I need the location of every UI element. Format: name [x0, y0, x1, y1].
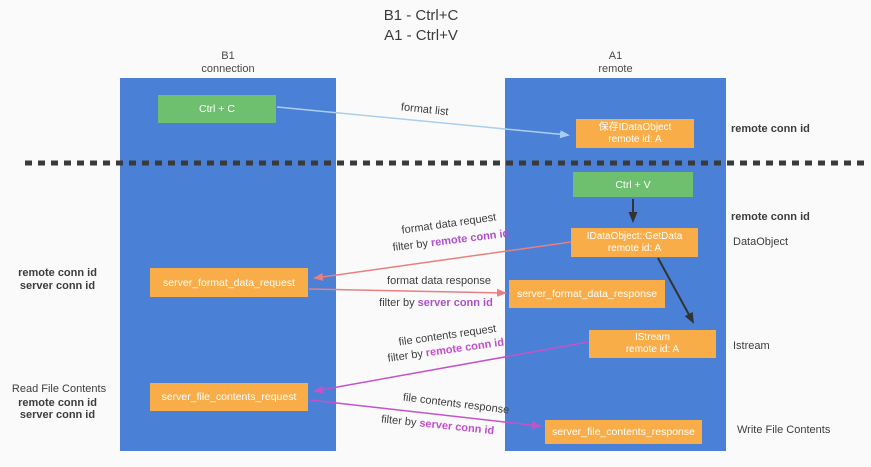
read-file-contents-label: Read File Contents: [0, 383, 118, 395]
remote-conn-id-label-left-1: remote conn id: [0, 267, 115, 279]
server-conn-id-label-left-1: server conn id: [0, 280, 115, 292]
remote-conn-id-label-right-1: remote conn id: [731, 123, 810, 135]
format-data-response-label: format data response: [384, 275, 494, 287]
server-file-contents-response-box: server_file_contents_response: [545, 420, 702, 444]
column-b1-name: B1: [221, 50, 235, 62]
server-file-contents-request-box: server_file_contents_request: [150, 383, 308, 411]
filter-by-text: filter by: [380, 413, 418, 430]
remote-conn-id-label-left-2: remote conn id: [0, 397, 115, 409]
server-file-contents-request-label: server_file_contents_request: [161, 391, 297, 403]
column-header-a1: A1 remote: [505, 50, 726, 76]
format-data-response-text: format data response: [387, 275, 491, 287]
server-format-data-response-box: server_format_data_response: [509, 280, 665, 308]
server-conn-id-text: server conn id: [19, 280, 96, 292]
istream-text: Istream: [733, 340, 770, 352]
column-a1-role: remote: [598, 63, 633, 75]
save-idataobject-box: 保存IDataObject remote id: A: [576, 119, 694, 148]
server-format-data-request-label: server_format_data_request: [163, 276, 295, 289]
ctrl-v-box: Ctrl + V: [573, 172, 693, 197]
server-format-data-request-box: server_format_data_request: [150, 268, 308, 297]
remote-conn-id-text: remote conn id: [18, 267, 97, 279]
ctrl-c-label: Ctrl + C: [199, 103, 235, 115]
server-file-contents-response-label: server_file_contents_response: [551, 426, 695, 438]
format-list-label: format list: [369, 98, 480, 121]
getdata-line1: IDataObject::GetData: [586, 230, 683, 242]
file-contents-response-text: file contents response: [402, 391, 510, 417]
save-idataobject-line1: 保存IDataObject: [598, 121, 672, 133]
istream-line2: remote id: A: [625, 344, 680, 355]
write-file-contents-label: Write File Contents: [737, 424, 830, 436]
remote-conn-id-label-right-2: remote conn id: [731, 211, 810, 223]
format-list-text: format list: [400, 101, 450, 119]
diagram-title-line2: A1 - Ctrl+V: [384, 27, 458, 44]
server-format-data-response-label: server_format_data_response: [516, 288, 658, 300]
ctrl-v-label: Ctrl + V: [615, 178, 651, 191]
column-b1-role: connection: [201, 63, 255, 75]
server-conn-id-text: server conn id: [19, 409, 96, 421]
istream-box: IStream remote id: A: [589, 330, 716, 358]
format-data-response-arrow: [308, 288, 507, 297]
diagram-title-line1: B1 - Ctrl+C: [383, 7, 459, 24]
remote-conn-id-text: remote conn id: [731, 211, 810, 223]
filter-by-text: filter by: [392, 237, 429, 254]
read-file-contents-text: Read File Contents: [11, 383, 107, 395]
getdata-line2: remote id: A: [607, 242, 662, 254]
remote-conn-id-text: remote conn id: [18, 397, 97, 409]
diagram-title: B1 - Ctrl+C A1 - Ctrl+V: [321, 6, 521, 46]
file-contents-response-label: file contents response: [398, 391, 514, 417]
server-conn-id-label-left-2: server conn id: [0, 409, 115, 421]
server-conn-id-text: server conn id: [417, 297, 493, 309]
write-file-contents-text: Write File Contents: [737, 424, 831, 436]
dataobject-label: DataObject: [733, 236, 788, 248]
ctrl-c-box: Ctrl + C: [158, 95, 276, 123]
save-idataobject-line2: remote id: A: [608, 133, 662, 145]
dataobject-text: DataObject: [733, 236, 789, 248]
istream-line1: IStream: [634, 332, 670, 343]
filter-by-text: filter by: [379, 297, 415, 309]
idataobject-getdata-box: IDataObject::GetData remote id: A: [571, 228, 698, 257]
column-a1-name: A1: [608, 50, 623, 62]
istream-side-label: Istream: [733, 340, 770, 352]
filter-by-text: filter by: [386, 347, 424, 365]
server-conn-id-text: server conn id: [418, 417, 495, 438]
remote-conn-id-text: remote conn id: [731, 123, 810, 135]
column-header-b1: B1 connection: [120, 50, 336, 76]
